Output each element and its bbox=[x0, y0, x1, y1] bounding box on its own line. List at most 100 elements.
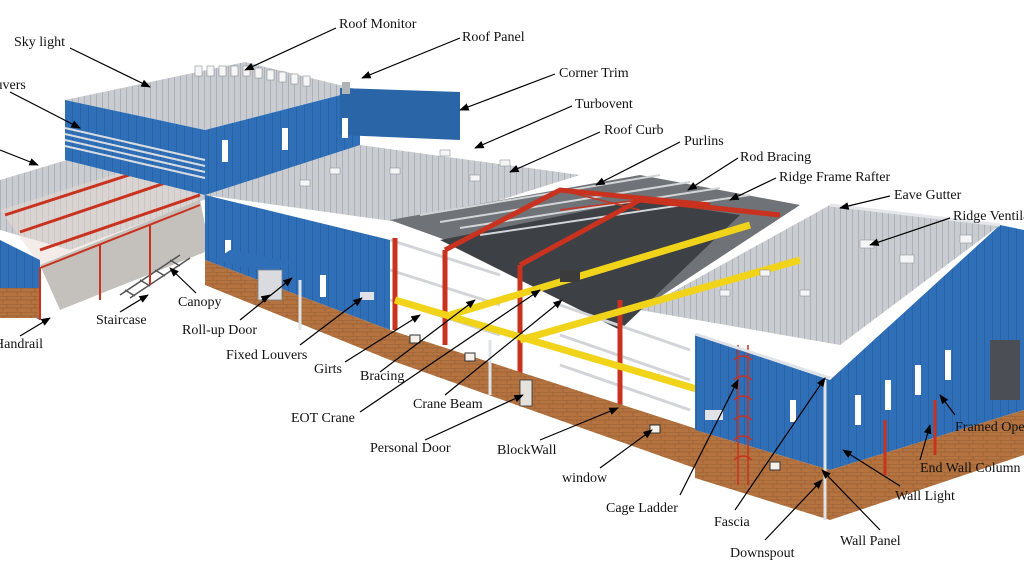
monitor-front-wall bbox=[65, 100, 205, 195]
labels: Sky light Roof Monitor Roof Panel Louver… bbox=[0, 17, 1024, 561]
monitor-windows bbox=[222, 118, 348, 162]
label-rod-bracing: Rod Bracing bbox=[740, 150, 811, 165]
open-bay-back bbox=[440, 200, 740, 330]
label-ridge-ventilator: Ridge Ventilator bbox=[953, 209, 1024, 224]
label-framed-opening: Framed Opening bbox=[955, 420, 1024, 435]
label-roof-panel: Roof Panel bbox=[462, 30, 525, 45]
label-downspout: Downspout bbox=[730, 546, 795, 561]
leader-end-wall-column bbox=[919, 424, 932, 461]
label-handrail: Handrail bbox=[0, 337, 43, 352]
leader-louvers bbox=[9, 91, 81, 129]
rod-bracing bbox=[559, 189, 641, 211]
label-window: window bbox=[562, 471, 608, 486]
leader-framed-opening bbox=[939, 394, 956, 416]
label-corner-trim: Corner Trim bbox=[559, 66, 629, 81]
monitor-riser bbox=[340, 88, 460, 140]
leader-personal-door bbox=[424, 394, 524, 441]
label-canopy: Canopy bbox=[178, 295, 222, 310]
left-wing-brick bbox=[0, 288, 40, 318]
cage-ladder-shape bbox=[733, 345, 753, 485]
leader-canopy bbox=[169, 267, 197, 294]
eot-crane-trolley bbox=[560, 270, 580, 282]
leader-fascia bbox=[734, 377, 826, 511]
brick-wall-mid bbox=[390, 330, 700, 470]
leader-louvers-2 bbox=[0, 149, 39, 166]
personal-door-shape bbox=[519, 379, 533, 407]
framed-opening bbox=[990, 340, 1020, 400]
monitor-chimney bbox=[342, 82, 350, 94]
label-personal-door: Personal Door bbox=[370, 441, 451, 456]
downspouts bbox=[298, 280, 827, 520]
roof-monitor-block bbox=[64, 62, 460, 195]
brick-windows bbox=[409, 334, 781, 471]
end-wall bbox=[830, 225, 1024, 470]
label-eave-gutter: Eave Gutter bbox=[894, 188, 962, 203]
label-ridge-frame-rafter: Ridge Frame Rafter bbox=[779, 170, 891, 185]
leader-sky-light bbox=[69, 47, 151, 88]
label-fascia: Fascia bbox=[714, 515, 751, 530]
leader-girts bbox=[344, 314, 421, 363]
leader-rod-bracing bbox=[687, 157, 739, 191]
label-purlins: Purlins bbox=[684, 134, 724, 149]
label-fixed-louvers: Fixed Louvers bbox=[226, 348, 307, 363]
main-building bbox=[205, 145, 1024, 520]
left-wing-frame bbox=[0, 160, 200, 265]
canopy-shape bbox=[215, 250, 290, 272]
leader-downspout bbox=[764, 479, 823, 541]
front-wall-left bbox=[205, 195, 390, 330]
eave-gutter-line bbox=[829, 203, 1001, 227]
label-rollup-door: Roll-up Door bbox=[182, 323, 257, 338]
leader-eot-crane bbox=[359, 289, 541, 413]
louver-bands bbox=[64, 127, 206, 179]
roof-vents bbox=[299, 149, 973, 297]
leader-handrail bbox=[19, 317, 51, 337]
leader-roof-monitor bbox=[244, 27, 337, 71]
label-louvers: Louvers bbox=[0, 78, 26, 93]
brick-wall-right bbox=[695, 430, 830, 520]
label-blockwall: BlockWall bbox=[497, 443, 557, 458]
leader-bracing bbox=[379, 299, 476, 373]
leader-blockwall bbox=[539, 407, 619, 441]
wall-windows bbox=[225, 240, 951, 425]
leader-ridge-ventilator bbox=[869, 217, 951, 246]
label-roof-curb: Roof Curb bbox=[604, 123, 664, 138]
leader-rollup-door-2 bbox=[260, 294, 271, 303]
brick-wall-left bbox=[205, 260, 390, 360]
label-roof-monitor: Roof Monitor bbox=[339, 17, 417, 32]
leader-eave-gutter bbox=[839, 195, 891, 210]
front-wall-right bbox=[695, 335, 830, 470]
crane-beams bbox=[394, 221, 801, 394]
end-wall-columns bbox=[883, 400, 937, 475]
handrail bbox=[39, 204, 201, 320]
leader-roof-curb bbox=[509, 131, 601, 173]
end-wall-brick bbox=[830, 410, 1024, 520]
leader-wall-light bbox=[842, 449, 901, 487]
label-wall-light: Wall Light bbox=[895, 489, 955, 504]
leader-corner-trim bbox=[459, 73, 556, 111]
label-turbovent: Turbovent bbox=[575, 97, 633, 112]
main-roof-left bbox=[205, 145, 580, 225]
label-wall-panel: Wall Panel bbox=[840, 534, 901, 549]
leader-staircase bbox=[119, 294, 149, 313]
left-wing-floor bbox=[40, 200, 210, 310]
label-bracing: Bracing bbox=[360, 369, 404, 384]
fixed-louvers bbox=[360, 292, 723, 420]
main-roof-right bbox=[640, 205, 1000, 345]
leader-crane-beam bbox=[444, 299, 563, 396]
leader-wall-panel bbox=[821, 469, 881, 531]
label-end-wall-column: End Wall Column bbox=[920, 461, 1021, 476]
label-sky-light: Sky light bbox=[14, 35, 65, 50]
leader-cage-ladder bbox=[679, 379, 739, 496]
label-eot-crane: EOT Crane bbox=[291, 411, 355, 426]
leader-lines bbox=[0, 27, 956, 541]
label-girts: Girts bbox=[314, 362, 342, 377]
leader-turbovent bbox=[474, 105, 573, 149]
label-crane-beam: Crane Beam bbox=[413, 397, 483, 412]
leader-purlins bbox=[595, 141, 681, 186]
leader-ridge-frame-rafter bbox=[729, 177, 777, 201]
monitor-skylights bbox=[194, 65, 311, 87]
leader-roof-panel bbox=[361, 37, 461, 79]
leader-fixed-louvers bbox=[299, 297, 363, 346]
leader-window bbox=[599, 429, 653, 469]
